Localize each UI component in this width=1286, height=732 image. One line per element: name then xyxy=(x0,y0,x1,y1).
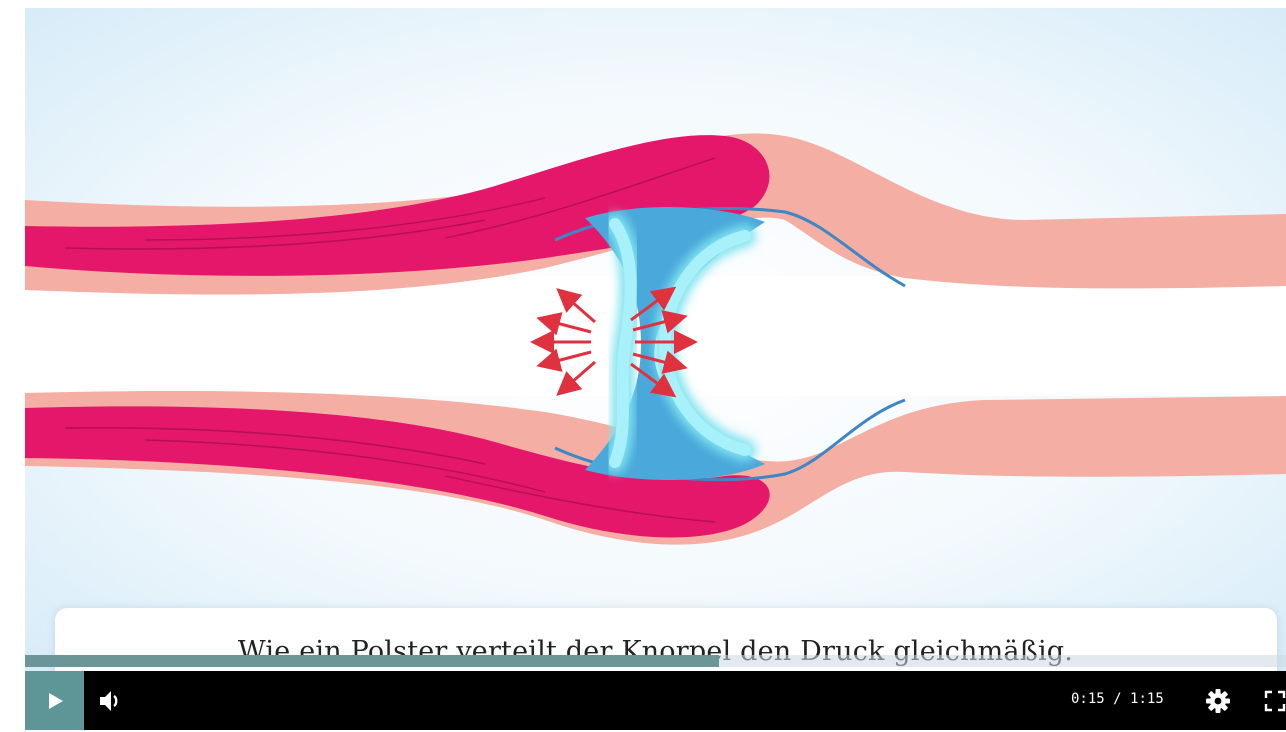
volume-button[interactable] xyxy=(97,688,125,714)
duration: 1:15 xyxy=(1130,691,1164,707)
time-display: 0:15 / 1:15 xyxy=(1071,691,1164,707)
gear-icon xyxy=(1204,687,1232,715)
fullscreen-button[interactable] xyxy=(1263,689,1286,713)
settings-button[interactable] xyxy=(1204,687,1232,715)
video-frame[interactable] xyxy=(25,8,1286,671)
current-time: 0:15 xyxy=(1071,691,1105,707)
progress-fill xyxy=(25,655,719,667)
time-separator: / xyxy=(1113,691,1121,707)
play-button[interactable] xyxy=(25,671,84,730)
progress-bar[interactable] xyxy=(25,655,1286,667)
joint-illustration xyxy=(25,8,1286,671)
control-bar: 0:15 / 1:15 xyxy=(25,671,1286,730)
video-player[interactable]: Wie ein Polster verteilt der Knorpel den… xyxy=(25,8,1286,730)
volume-icon xyxy=(97,688,125,714)
fullscreen-icon xyxy=(1263,689,1286,713)
play-icon xyxy=(44,690,66,712)
